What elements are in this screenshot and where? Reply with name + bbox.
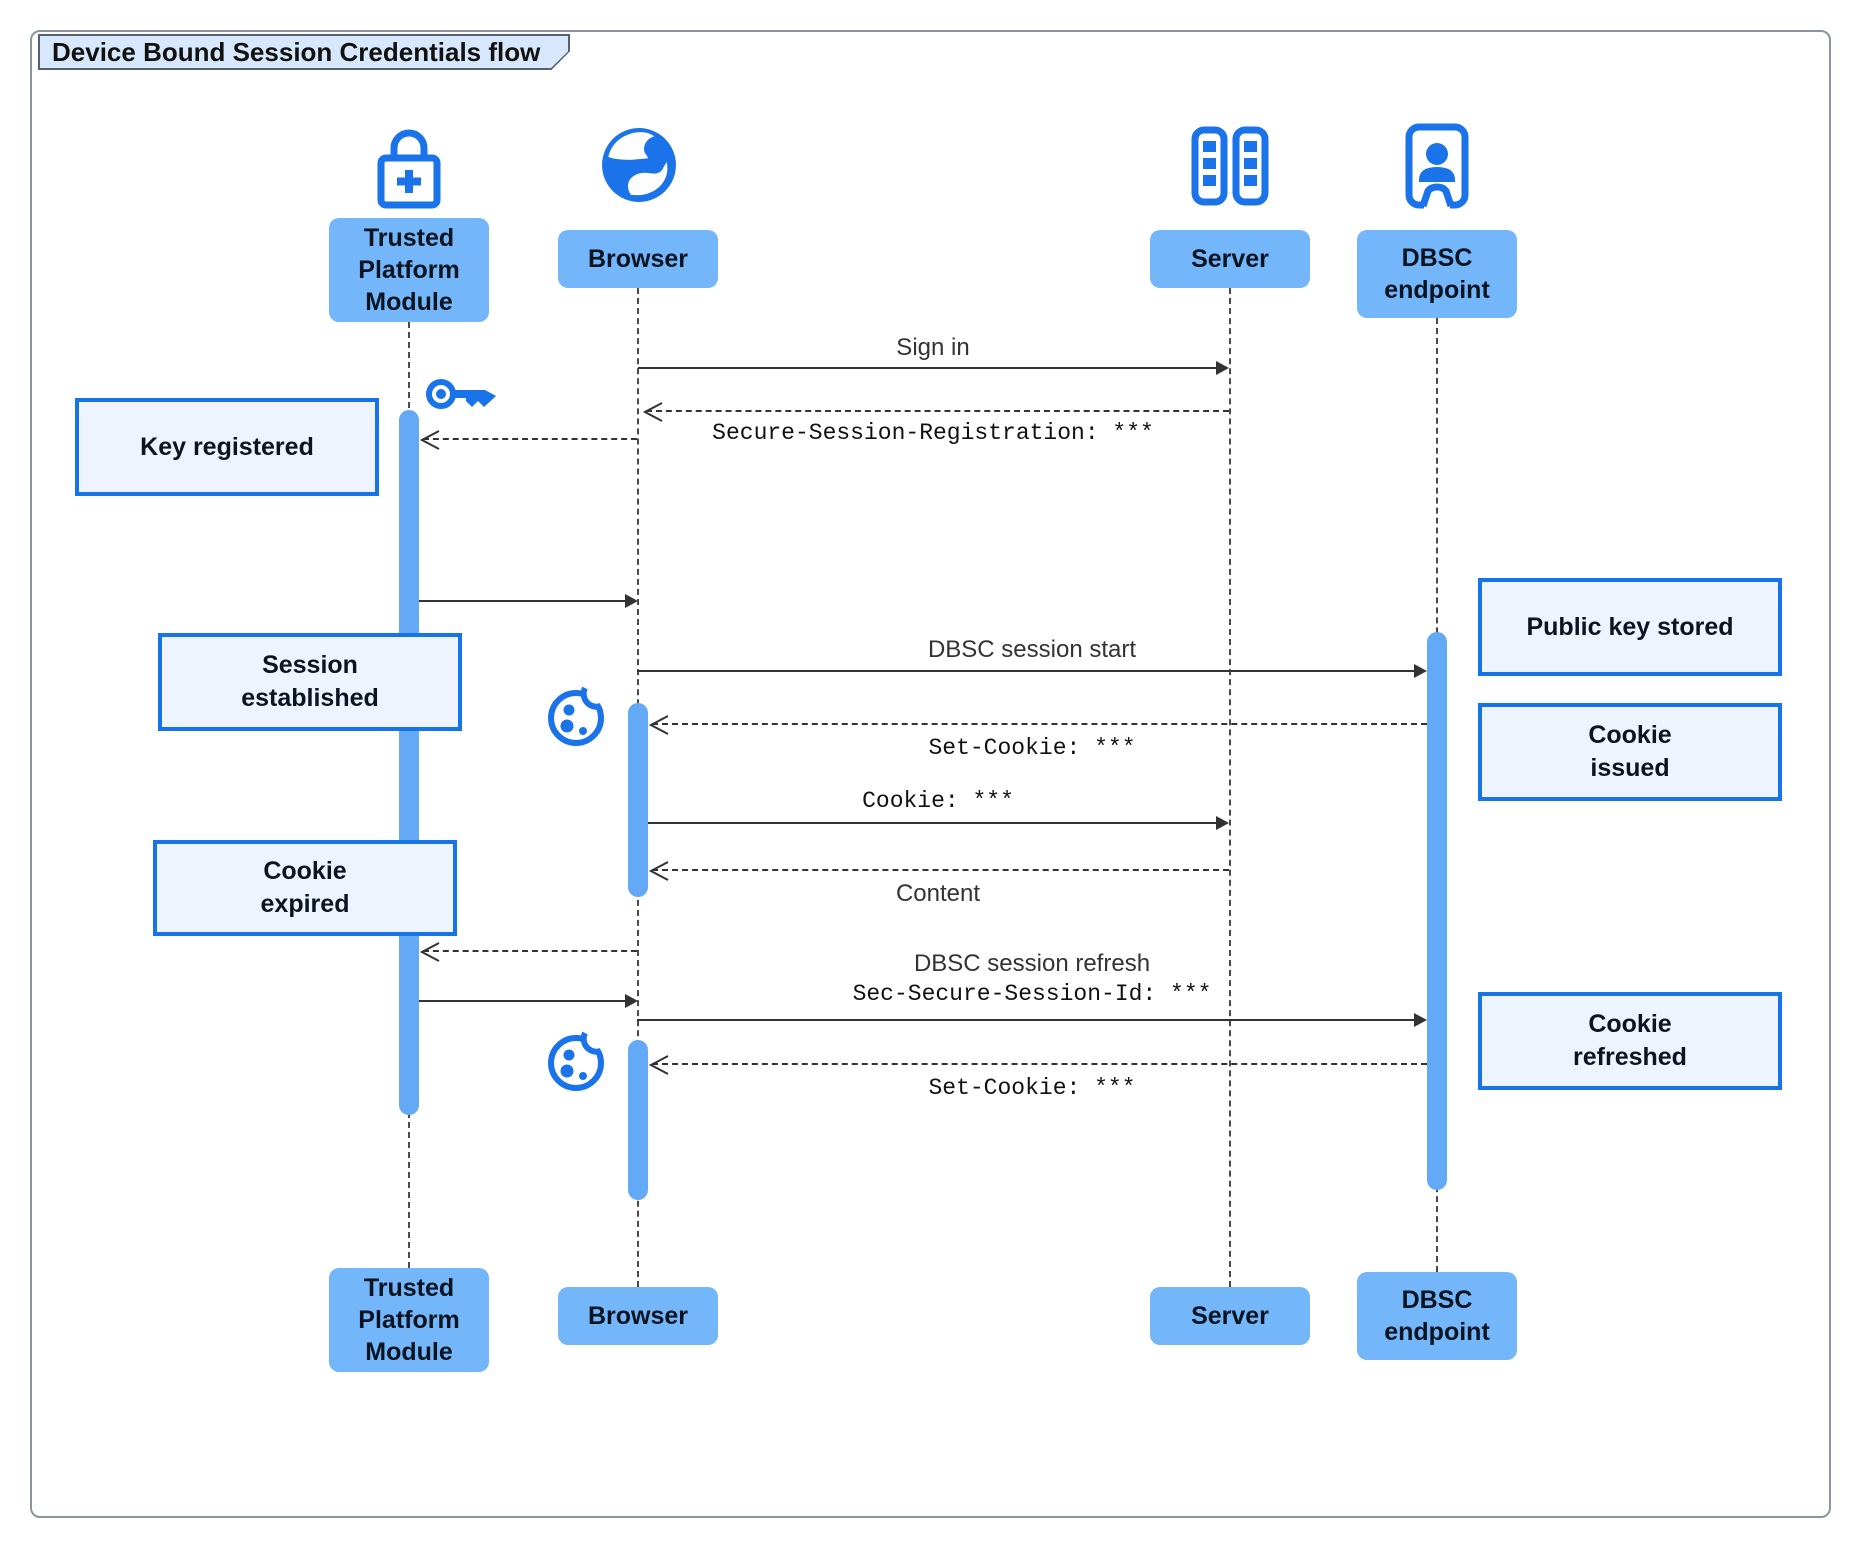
msg-sign-in-arrow	[638, 361, 1229, 375]
diagram-title: Device Bound Session Credentials flow	[40, 36, 568, 68]
note-cookie-refreshed: Cookie refreshed	[1478, 992, 1782, 1090]
server-lifeline	[1229, 288, 1231, 1287]
key-icon	[426, 379, 496, 409]
msg-set-cookie-1-arrow	[649, 715, 1427, 735]
server-bottom-label: Server	[1150, 1287, 1310, 1345]
note-cookie-issued: Cookie issued	[1478, 703, 1782, 801]
msg-sign-in-label: Sign in	[896, 334, 970, 361]
dbsc-activation-bar	[1427, 632, 1447, 1190]
browser-bottom-label: Browser	[558, 1287, 718, 1345]
tpm-top-label: Trusted Platform Module	[329, 218, 489, 322]
msg-set-cookie-2-arrow	[649, 1055, 1427, 1075]
dbsc-bottom-label: DBSC endpoint	[1357, 1272, 1517, 1360]
person-door-icon	[1405, 123, 1469, 209]
tpm-bottom-label: Trusted Platform Module	[329, 1268, 489, 1372]
browser-activation-bar-1	[628, 703, 648, 897]
msg-session-registration-label: Secure-Session-Registration: ***	[712, 420, 1154, 446]
tpm-activation-bar	[399, 410, 419, 1115]
msg-sign-challenge-arrow	[420, 942, 637, 962]
msg-cookie-arrow	[648, 816, 1229, 830]
msg-register-key-arrow	[420, 430, 637, 450]
note-public-key-stored: Public key stored	[1478, 578, 1782, 676]
msg-session-registration-arrow	[643, 402, 1229, 422]
note-session-established: Session established	[158, 633, 462, 731]
lock-plus-icon	[377, 129, 441, 209]
note-key-registered: Key registered	[75, 398, 379, 496]
msg-dbsc-start-arrow	[637, 664, 1427, 678]
msg-session-id-label: Sec-Secure-Session-Id: ***	[852, 981, 1212, 1007]
msg-key-ready-arrow	[419, 594, 638, 608]
diagram-title-tab: Device Bound Session Credentials flow	[38, 34, 570, 70]
server-rack-icon	[1191, 126, 1269, 206]
msg-signature-arrow	[419, 994, 638, 1008]
cookie-icon	[548, 683, 606, 746]
msg-content-label: Content	[895, 880, 981, 907]
cookie-icon	[548, 1028, 606, 1091]
msg-cookie-label: Cookie: ***	[862, 788, 1014, 814]
msg-dbsc-refresh-label: DBSC session refresh	[913, 950, 1151, 977]
msg-set-cookie-2-label: Set-Cookie: ***	[928, 1075, 1136, 1101]
browser-top-label: Browser	[558, 230, 718, 288]
dbsc-top-label: DBSC endpoint	[1357, 230, 1517, 318]
server-top-label: Server	[1150, 230, 1310, 288]
msg-set-cookie-1-label: Set-Cookie: ***	[928, 735, 1136, 761]
browser-activation-bar-2	[628, 1040, 648, 1200]
note-cookie-expired: Cookie expired	[153, 840, 457, 936]
msg-dbsc-refresh-arrow	[637, 1013, 1427, 1027]
msg-content-arrow	[649, 861, 1229, 881]
msg-dbsc-start-label: DBSC session start	[927, 636, 1137, 663]
globe-icon	[602, 128, 676, 202]
